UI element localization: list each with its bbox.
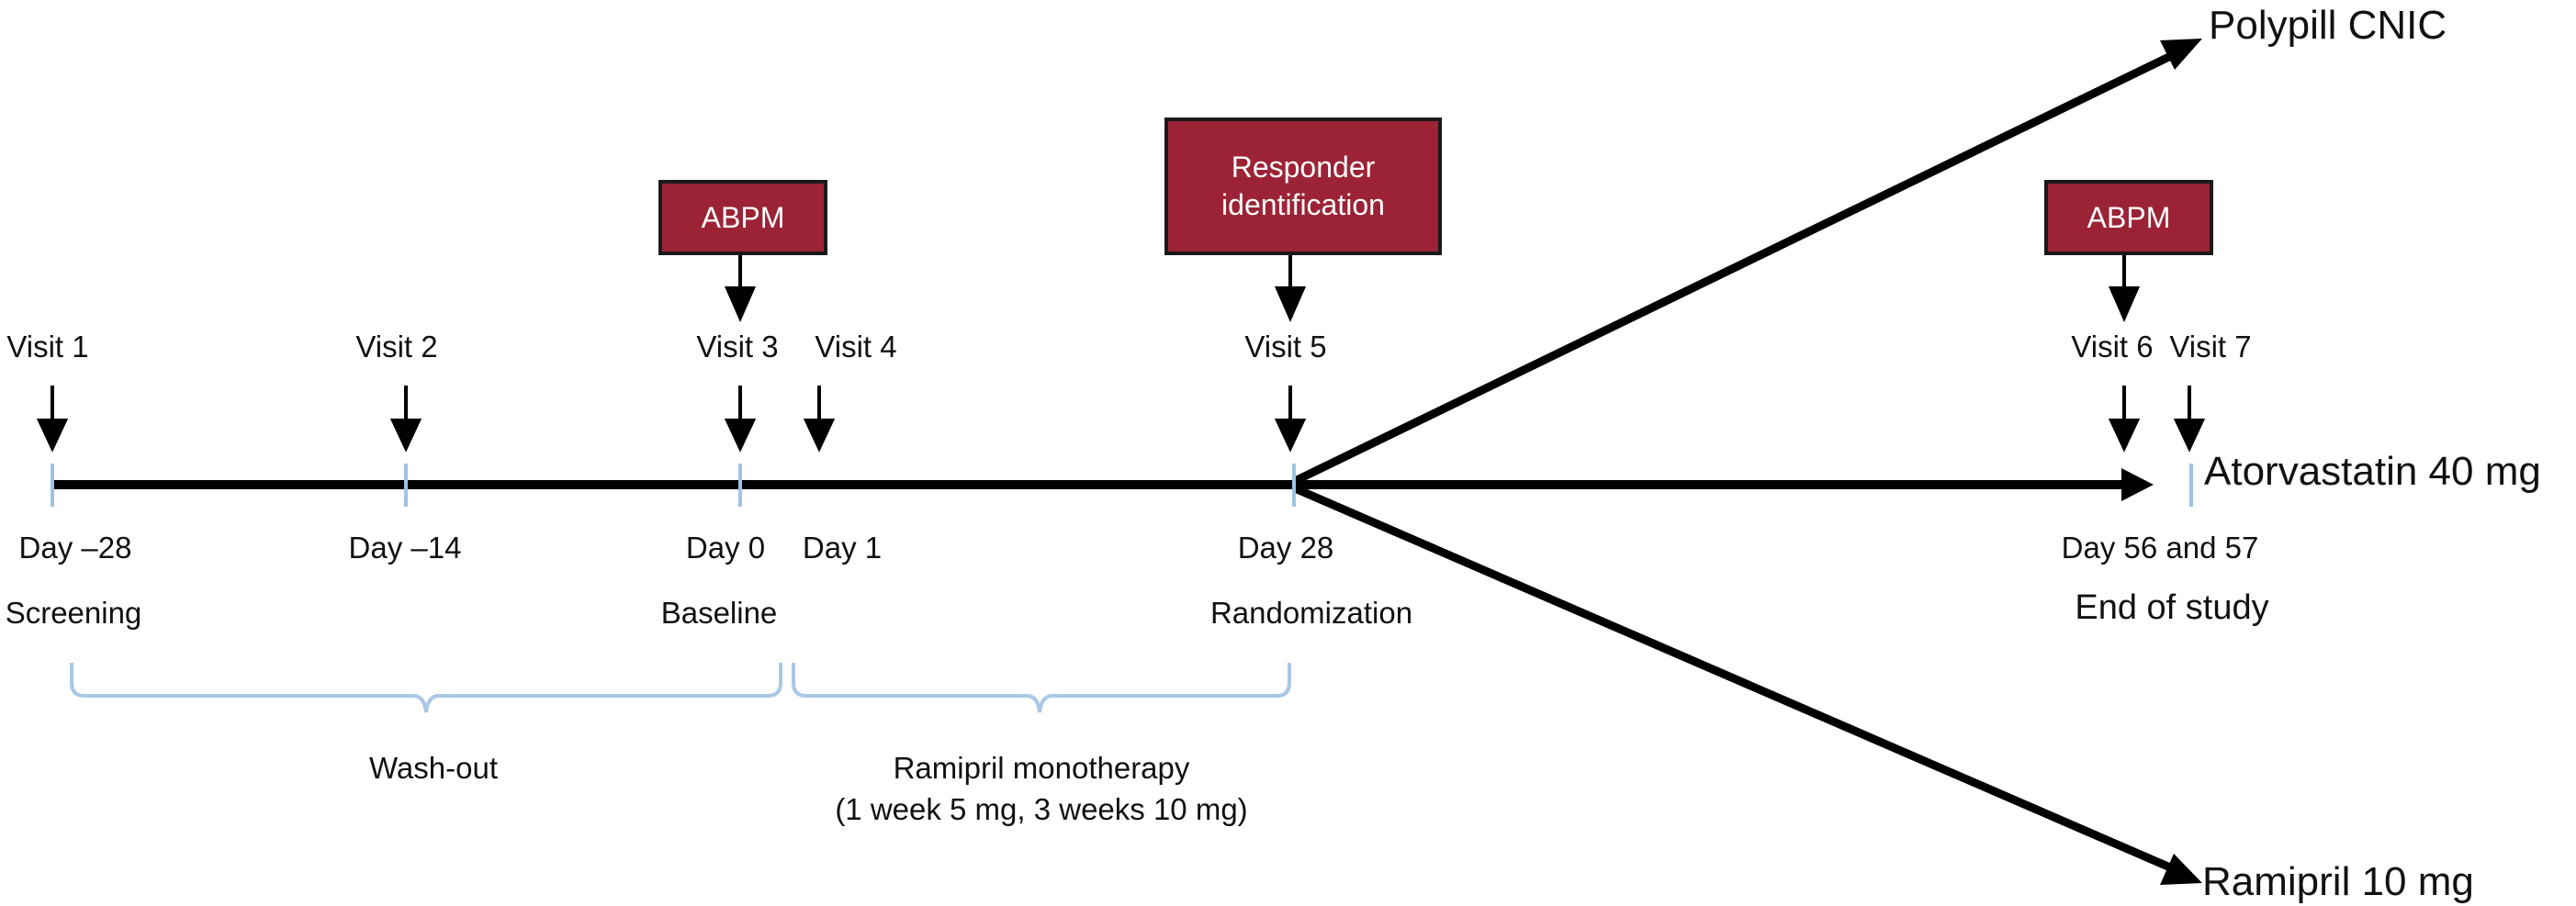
day-56-57-label: Day 56 and 57: [2062, 531, 2259, 565]
randomization-label: Randomization: [1210, 596, 1412, 630]
phase-labels: Screening Baseline Randomization End of …: [6, 588, 2269, 630]
atorvastatin-arm-label: Atorvastatin 40 mg: [2204, 449, 2541, 494]
day-labels: Day –28 Day –14 Day 0 Day 1 Day 28 Day 5…: [19, 531, 2259, 565]
screening-label: Screening: [6, 596, 142, 630]
ramipril-branch-line: [1293, 484, 2178, 875]
visit-7-label: Visit 7: [2169, 330, 2251, 364]
abpm-end-box: ABPM: [2044, 180, 2213, 255]
polypill-branch-arrowhead: [2160, 39, 2202, 70]
day-28-label: Day 28: [1238, 531, 1334, 565]
abpm-end-label: ABPM: [2087, 201, 2171, 234]
day-0-label: Day 0: [686, 531, 765, 565]
baseline-label: Baseline: [661, 596, 778, 630]
ramipril-monotherapy-label: Ramipril monotherapy: [894, 751, 1190, 785]
responder-label-line1: Responder: [1232, 151, 1376, 184]
visit-5-arrow-icon: [1274, 419, 1307, 453]
responder-label-line2: identification: [1221, 188, 1385, 221]
visit-2-arrow-icon: [389, 419, 422, 453]
visit-4-label: Visit 4: [815, 330, 896, 364]
polypill-branch-line: [1293, 49, 2178, 486]
day-minus-14-label: Day –14: [349, 531, 462, 565]
responder-identification-box: Responder identification: [1164, 117, 1442, 255]
day-1-label: Day 1: [803, 531, 882, 565]
abpm-end-arrow-icon: [2108, 286, 2141, 322]
visit-3-arrow-icon: [724, 419, 757, 453]
washout-bracket: [70, 663, 782, 713]
polypill-arm-label: Polypill CNIC: [2209, 3, 2447, 48]
visit-1-label: Visit 1: [6, 330, 88, 364]
visit-6-label: Visit 6: [2071, 330, 2153, 364]
ramipril-branch-arrowhead: [2160, 854, 2202, 885]
visit-arrows: [36, 386, 2206, 453]
visit-labels: Visit 1 Visit 2 Visit 3 Visit 4 Visit 5 …: [6, 330, 2251, 364]
visit-3-label: Visit 3: [696, 330, 778, 364]
visit-6-arrow-icon: [2108, 419, 2141, 453]
ramipril-arm-label: Ramipril 10 mg: [2202, 859, 2474, 904]
visit-2-label: Visit 2: [355, 330, 437, 364]
timeline-ticks: [51, 464, 2193, 507]
main-timeline-arrowhead: [2121, 468, 2154, 501]
abpm-baseline-box: ABPM: [658, 180, 827, 255]
abpm-baseline-arrow-icon: [724, 286, 757, 322]
box-arrows: [724, 252, 2141, 322]
ramipril-dosing-label: (1 week 5 mg, 3 weeks 10 mg): [835, 792, 1247, 826]
responder-arrow-icon: [1274, 286, 1307, 322]
visit-4-arrow-icon: [803, 419, 836, 453]
washout-label: Wash-out: [369, 751, 498, 785]
arm-labels: Polypill CNIC Atorvastatin 40 mg Ramipri…: [2202, 3, 2541, 904]
visit-5-label: Visit 5: [1244, 330, 1326, 364]
end-of-study-label: End of study: [2075, 588, 2268, 627]
abpm-baseline-label: ABPM: [702, 201, 785, 234]
visit-1-arrow-icon: [36, 419, 69, 453]
ramipril-bracket: [792, 663, 1291, 713]
day-minus-28-label: Day –28: [19, 531, 132, 565]
period-labels: Wash-out Ramipril monotherapy (1 week 5 …: [369, 751, 1248, 826]
visit-7-arrow-icon: [2173, 419, 2206, 453]
